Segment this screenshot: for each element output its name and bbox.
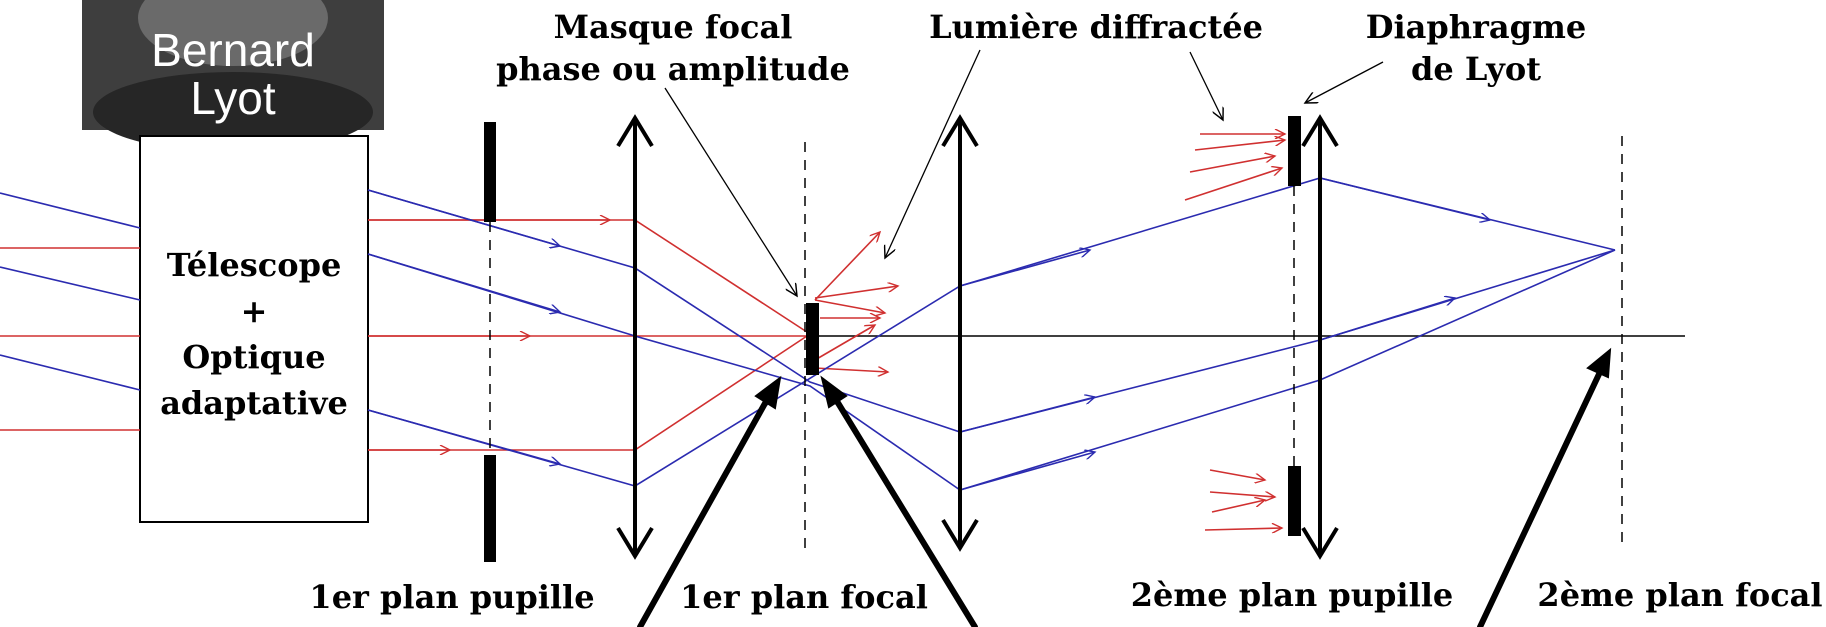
label-focal-mask-line1: Masque focal xyxy=(554,8,793,46)
label-second-pupil-plane: 2ème plan pupille xyxy=(1131,576,1454,614)
first-pupil-stop xyxy=(484,122,496,562)
label-focal-mask-line2: phase ou amplitude xyxy=(496,50,850,88)
label-lyot-stop-line1: Diaphragme xyxy=(1366,8,1586,46)
portrait-bernard-lyot: Bernard Lyot xyxy=(82,0,384,152)
telescope-box: Télescope + Optique adaptative xyxy=(139,135,369,523)
incoming-rays xyxy=(0,192,141,431)
label-lyot-stop-line2: de Lyot xyxy=(1411,50,1541,88)
label-pointers xyxy=(664,49,1384,296)
lens-3 xyxy=(1301,114,1339,560)
telescope-label-line3: Optique xyxy=(182,338,325,376)
diffracted-light-lyot xyxy=(1184,134,1285,530)
telescope-label-line4: adaptative xyxy=(160,384,348,422)
diffracted-light-focal xyxy=(814,232,898,372)
portrait-caption-line2: Lyot xyxy=(190,72,275,124)
lyot-stop xyxy=(1288,116,1301,536)
blue-rays xyxy=(367,177,1616,491)
label-first-focal-plane: 1er plan focal xyxy=(680,578,928,616)
focal-mask xyxy=(804,142,819,550)
thick-pointer-arrows xyxy=(637,347,1612,627)
label-diffracted-light: Lumière diffractée xyxy=(929,8,1263,46)
telescope-label-line2: + xyxy=(241,292,268,330)
lens-2 xyxy=(941,114,979,552)
telescope-label-line1: Télescope xyxy=(167,246,342,284)
bottom-labels: 1er plan pupille 1er plan focal 2ème pla… xyxy=(309,576,1822,616)
top-labels: Masque focal phase ou amplitude Lumière … xyxy=(496,8,1586,88)
label-first-pupil-plane: 1er plan pupille xyxy=(309,578,594,616)
lens-1 xyxy=(616,114,654,560)
portrait-caption-line1: Bernard xyxy=(151,24,315,76)
label-second-focal-plane: 2ème plan focal xyxy=(1537,576,1822,614)
